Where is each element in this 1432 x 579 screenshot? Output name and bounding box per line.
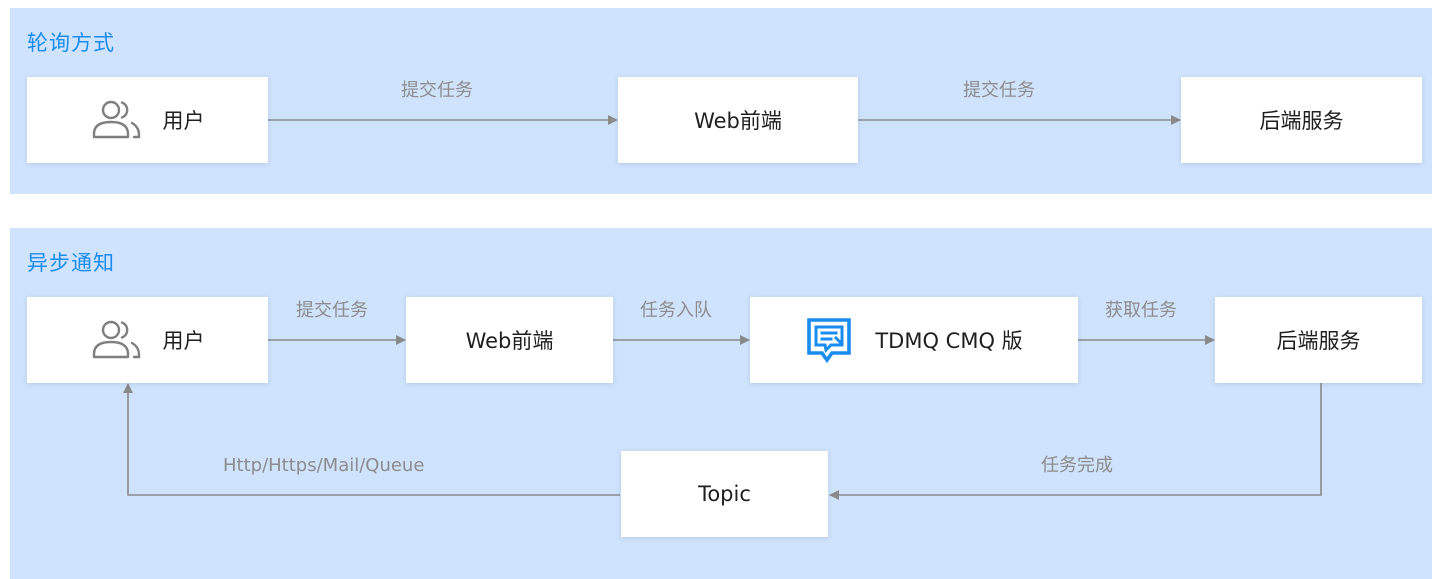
- async-node-user-label: 用户: [162, 329, 205, 353]
- edge-label-polling-user-to-web: 提交任务: [401, 80, 473, 101]
- edge-label-async-user-to-web: 提交任务: [296, 300, 368, 321]
- tdmq-cmq-logo-icon: [805, 316, 853, 364]
- users-icon: [91, 319, 141, 361]
- async-node-web-frontend-label: Web前端: [465, 329, 554, 353]
- polling-node-web-frontend-label: Web前端: [694, 109, 782, 133]
- polling-section-title: 轮询方式: [27, 31, 115, 55]
- arrow-async-topic-to-user: [123, 383, 620, 496]
- edge-label-async-backend-to-topic: 任务完成: [1041, 455, 1113, 476]
- edge-label-async-topic-to-user: Http/Https/Mail/Queue: [223, 455, 425, 476]
- polling-node-backend-label: 后端服务: [1259, 109, 1344, 133]
- edge-label-async-web-to-cmq: 任务入队: [640, 300, 712, 321]
- async-node-tdmq-cmq: TDMQ CMQ 版: [750, 297, 1078, 383]
- async-section-title: 异步通知: [27, 251, 115, 275]
- async-node-user: 用户: [27, 297, 268, 383]
- polling-node-user-label: 用户: [162, 109, 205, 133]
- polling-node-user: 用户: [27, 77, 268, 163]
- edge-label-async-cmq-to-backend: 获取任务: [1105, 300, 1177, 321]
- edge-label-polling-web-to-backend: 提交任务: [963, 80, 1035, 101]
- polling-node-web-frontend: Web前端: [618, 77, 858, 163]
- arrow-async-backend-to-topic: [829, 383, 1322, 500]
- async-node-topic-label: Topic: [698, 482, 751, 506]
- users-icon: [91, 99, 141, 141]
- async-node-backend-label: 后端服务: [1276, 329, 1361, 353]
- async-node-topic: Topic: [621, 451, 828, 537]
- polling-node-backend: 后端服务: [1181, 77, 1422, 163]
- async-node-web-frontend: Web前端: [406, 297, 613, 383]
- async-node-backend: 后端服务: [1215, 297, 1422, 383]
- async-node-tdmq-cmq-label: TDMQ CMQ 版: [875, 329, 1023, 353]
